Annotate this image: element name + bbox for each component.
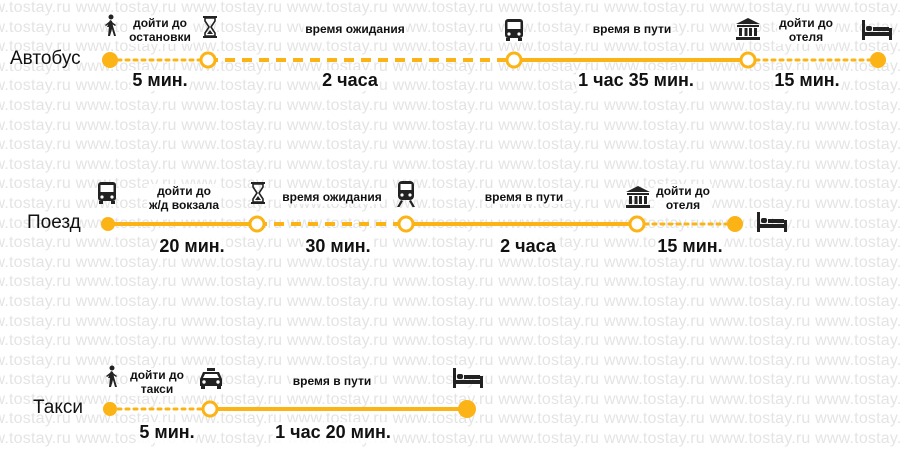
taxi-icon [200,368,222,389]
bed-icon [453,368,483,388]
bus-icon [505,19,523,41]
watermark-line: www.tostay.ru www.tostay.ru www.tostay.r… [0,155,900,173]
watermark-line: www.tostay.ru www.tostay.ru www.tostay.r… [0,136,900,154]
segment-duration: 1 час 20 мин. [273,422,393,443]
segment-duration: 5 мин. [130,70,190,91]
segment-duration: 2 часа [320,70,380,91]
hourglass-icon [251,182,265,204]
watermark-line: www.tostay.ru www.tostay.ru www.tostay.r… [0,332,900,350]
watermark-line: www.tostay.ru www.tostay.ru www.tostay.r… [0,410,900,428]
walk-icon [105,14,116,36]
bus-icon [98,182,116,204]
route-mode-label: Поезд [27,212,81,233]
segment-duration: 30 мин. [303,236,373,257]
start-node [103,402,117,416]
watermark-line: www.tostay.ru www.tostay.ru www.tostay.r… [0,38,900,56]
segment-caption: время ожидания [280,190,384,204]
segment-caption: время в пути [290,374,374,388]
hourglass-icon [203,16,217,38]
segment-duration: 5 мин. [137,422,197,443]
transfer-node [505,51,523,69]
train-icon [397,181,415,207]
watermark-line: www.tostay.ru www.tostay.ru www.tostay.r… [0,0,900,16]
watermark-line: www.tostay.ru www.tostay.ru www.tostay.r… [0,351,900,369]
segment-duration: 15 мин. [772,70,842,91]
segment-caption: время в пути [590,22,674,36]
watermark-line: www.tostay.ru www.tostay.ru www.tostay.r… [0,430,900,448]
segment-duration: 20 мин. [157,236,227,257]
segment-caption: время ожидания [303,22,407,36]
segment-duration: 15 мин. [655,236,725,257]
watermark-line: www.tostay.ru www.tostay.ru www.tostay.r… [0,390,900,408]
transfer-node [201,400,219,418]
transfer-node [248,215,266,233]
transfer-node [739,51,757,69]
transfer-node [628,215,646,233]
watermark-line: www.tostay.ru www.tostay.ru www.tostay.r… [0,273,900,291]
route-mode-label: Такси [33,397,83,418]
route-taxi [103,400,476,418]
bed-icon [862,20,892,40]
segment-duration: 1 час 35 мин. [576,70,696,91]
transfer-node [199,51,217,69]
route-train [101,215,743,233]
segment-duration: 2 часа [498,236,558,257]
watermark-line: www.tostay.ru www.tostay.ru www.tostay.r… [0,253,900,271]
watermark-line: www.tostay.ru www.tostay.ru www.tostay.r… [0,116,900,134]
watermark-line: www.tostay.ru www.tostay.ru www.tostay.r… [0,312,900,330]
route-bus [102,51,886,69]
end-node [727,216,743,232]
hotel-icon [736,18,760,40]
end-node [458,400,476,418]
start-node [102,52,118,68]
walk-icon [106,365,117,387]
watermark-line: www.tostay.ru www.tostay.ru www.tostay.r… [0,18,900,36]
segment-caption: время в пути [482,190,566,204]
start-node [101,217,115,231]
bed-icon [757,212,787,232]
transfer-node [397,215,415,233]
route-mode-label: Автобус [10,48,81,69]
watermark-line: www.tostay.ru www.tostay.ru www.tostay.r… [0,292,900,310]
end-node [870,52,886,68]
watermark-line: www.tostay.ru www.tostay.ru www.tostay.r… [0,371,900,389]
hotel-icon [626,186,650,208]
watermark-line: www.tostay.ru www.tostay.ru www.tostay.r… [0,96,900,114]
